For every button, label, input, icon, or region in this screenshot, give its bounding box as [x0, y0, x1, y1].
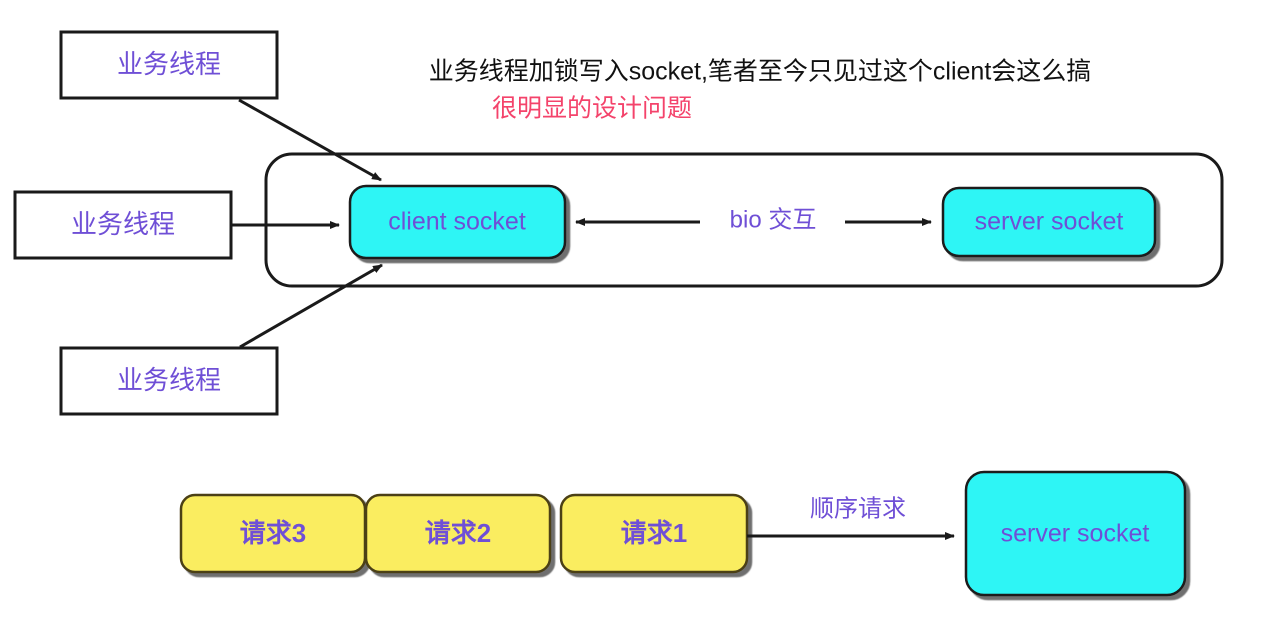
sequential-edge-label: 顺序请求	[810, 495, 906, 522]
server-socket-bottom-label: server socket	[1001, 520, 1150, 548]
server-socket-box-bottom[interactable]: server socket	[964, 470, 1187, 597]
client-socket-rect	[348, 184, 567, 260]
thread-box-middle-label: 业务线程	[71, 209, 175, 239]
thread-box-top-rect	[59, 30, 279, 100]
queue-item-3-label: 请求3	[240, 518, 306, 548]
server-socket-top-label: server socket	[975, 208, 1124, 236]
thread-box-top[interactable]: 业务线程	[59, 30, 279, 100]
thread-box-bottom-label: 业务线程	[117, 365, 221, 395]
diagram-subtitle: 很明显的设计问题	[492, 95, 692, 123]
server-socket-box-top[interactable]: server socket	[941, 186, 1157, 258]
connector-thread-bottom-to-client	[239, 263, 383, 349]
thread-box-bottom-rect	[59, 346, 279, 416]
bio-edge-label: bio 交互	[730, 206, 817, 233]
server-socket-top-rect	[941, 186, 1157, 258]
thread-box-bottom[interactable]: 业务线程	[59, 346, 279, 416]
thread-box-top-label: 业务线程	[117, 49, 221, 79]
queue-item-1[interactable]: 请求1	[559, 493, 749, 574]
client-socket-box[interactable]: client socket	[348, 184, 567, 260]
queue-item-2[interactable]: 请求2	[364, 493, 552, 574]
thread-box-middle[interactable]: 业务线程	[13, 190, 233, 260]
socket-container-boundary	[264, 152, 1224, 288]
client-socket-label: client socket	[388, 208, 526, 236]
queue-item-2-label: 请求2	[425, 518, 491, 548]
queue-item-1-label: 请求1	[621, 518, 687, 548]
server-socket-bottom-rect	[964, 470, 1187, 597]
diagram-title: 业务线程加锁写入socket,笔者至今只见过这个client会这么搞	[429, 58, 1092, 86]
queue-item-3[interactable]: 请求3	[179, 493, 367, 574]
queue-item-2-rect	[364, 493, 552, 574]
queue-item-1-rect	[559, 493, 749, 574]
thread-box-middle-rect	[13, 190, 233, 260]
connector-thread-top-to-client	[238, 98, 382, 182]
